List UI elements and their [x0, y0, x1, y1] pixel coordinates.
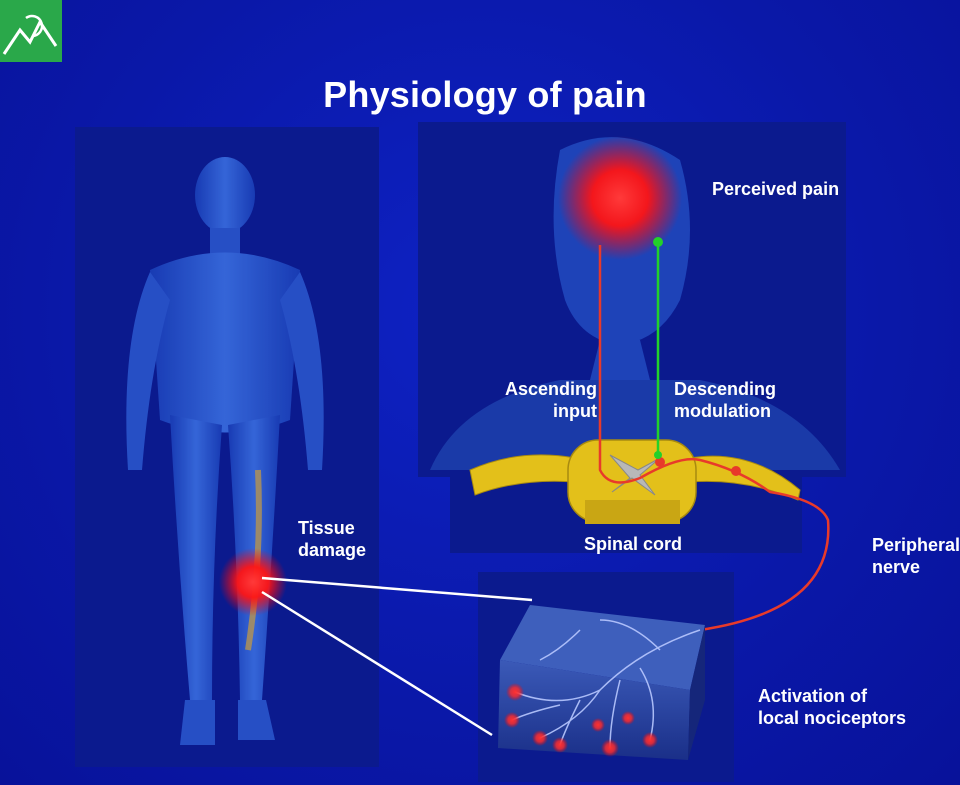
nociceptor-dot	[552, 737, 568, 753]
peripheral-nerve-line2: nerve	[872, 557, 921, 577]
peripheral-nerve-line1: Peripheral	[872, 535, 960, 555]
ascending-dot	[731, 466, 741, 476]
nociceptor-dot	[591, 718, 605, 732]
ascending-input-label: Ascending input	[500, 378, 597, 422]
nociceptor-dot	[532, 730, 548, 746]
perceived-pain-label: Perceived pain	[712, 178, 839, 200]
nociceptor-dot	[506, 683, 524, 701]
nociceptor-dot	[621, 711, 635, 725]
activation-label: Activation of local nociceptors	[758, 685, 906, 729]
ascending-input-line1: Ascending	[504, 379, 597, 399]
tissue-block	[498, 605, 705, 760]
descending-dot-top	[653, 237, 663, 247]
perceived-pain-text: Perceived pain	[712, 179, 840, 199]
brain-pain-glow	[558, 136, 682, 260]
nociceptor-dot	[642, 732, 658, 748]
descending-modulation-line2: modulation	[674, 401, 771, 421]
peripheral-nerve-label: Peripheral nerve	[872, 534, 960, 578]
ascending-pathway	[598, 245, 830, 632]
tissue-damage-label: Tissue damage	[298, 517, 366, 561]
descending-modulation-line1: Descending	[674, 379, 777, 399]
descending-dot-bottom	[654, 451, 662, 459]
mountain-logo-icon	[0, 0, 62, 62]
ascending-input-line2: input	[553, 401, 597, 421]
zoom-line-bottom	[261, 590, 493, 737]
descending-modulation-label: Descending modulation	[674, 378, 776, 422]
activation-line2: local nociceptors	[758, 708, 907, 728]
spinal-cord-text: Spinal cord	[584, 534, 683, 554]
zoom-line-top	[261, 576, 533, 602]
nociceptor-dot	[601, 739, 619, 757]
activation-line1: Activation of	[758, 686, 868, 706]
tissue-damage-glow	[219, 548, 287, 616]
spinal-cord-label: Spinal cord	[584, 533, 682, 555]
page-title: Physiology of pain	[323, 74, 647, 115]
nociceptor-dot	[504, 712, 520, 728]
tissue-damage-line1: Tissue	[298, 518, 355, 538]
tissue-damage-line2: damage	[298, 540, 367, 560]
